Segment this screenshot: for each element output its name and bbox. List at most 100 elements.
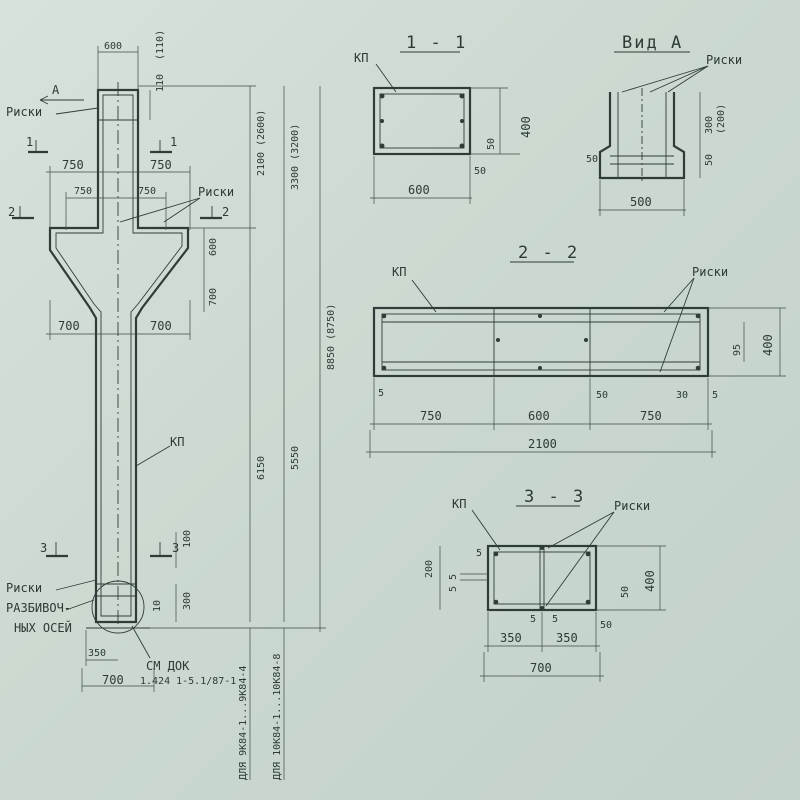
- svg-text:750: 750: [62, 158, 84, 172]
- section-mark-1-right: 1: [150, 135, 177, 154]
- dim-350-s33-left: 350: [500, 631, 522, 645]
- svg-text:700: 700: [102, 673, 124, 687]
- svg-text:5550: 5550: [290, 446, 301, 470]
- dim-50-s22: 50: [596, 390, 608, 401]
- dim-300-view-a: 300: [704, 116, 715, 134]
- dim-50-s11-v: 50: [486, 138, 497, 150]
- dim-5-s22-right: 5: [712, 390, 718, 401]
- svg-text:600: 600: [104, 41, 122, 52]
- reinforcement-cage: [55, 94, 183, 617]
- label-for-10k84: ДЛЯ 10К84-1...10К84-8: [272, 654, 283, 780]
- view-a: Вид А Риски 500 50 300 (200) 50: [586, 33, 742, 216]
- section-2-2-cage: [381, 313, 701, 371]
- section-mark-1-left: 1: [26, 135, 48, 154]
- svg-text:750: 750: [150, 158, 172, 172]
- dim-6150: 6150: [249, 228, 267, 622]
- dim-50-s11-h: 50: [474, 166, 486, 177]
- svg-text:600: 600: [208, 238, 219, 256]
- dim-500-view-a: 500: [630, 195, 652, 209]
- dim-5-s22-left: 5: [378, 388, 384, 399]
- svg-text:3: 3: [172, 541, 179, 555]
- dim-600-s22-mid: 600: [528, 409, 550, 423]
- dim-300: 300: [175, 584, 193, 622]
- svg-text:1: 1: [170, 135, 177, 149]
- dim-5-s33-b: 5: [448, 586, 459, 592]
- svg-text:(110): (110): [155, 30, 166, 60]
- svg-text:750: 750: [74, 186, 92, 197]
- label-see-doc: СМ ДОК: [146, 659, 190, 673]
- svg-text:8850 (8750): 8850 (8750): [326, 304, 337, 370]
- section-1-1-outline: [372, 86, 472, 156]
- label-razbivoch: РАЗБИВОЧ-: [6, 601, 71, 615]
- svg-text:750: 750: [138, 186, 156, 197]
- svg-text:1: 1: [26, 135, 33, 149]
- dim-110: 110 (110): [149, 30, 166, 120]
- svg-text:700: 700: [208, 288, 219, 306]
- dim-750-s22-left: 750: [420, 409, 442, 423]
- section-3-3: 3 - 3 КП Риски 200 5 5 5 5 5 400 50 50: [424, 487, 666, 682]
- section-mark-a: А: [39, 83, 84, 105]
- svg-text:2: 2: [8, 205, 15, 219]
- label-kp-3-3: КП: [452, 497, 466, 511]
- section-3-3-cage: [493, 551, 591, 605]
- dim-600-top: 600: [97, 41, 139, 92]
- dim-95-s22: 95: [732, 344, 743, 356]
- dim-400-s22: 400: [761, 334, 775, 356]
- svg-text:3: 3: [40, 541, 47, 555]
- dim-50-s33-v: 50: [620, 586, 631, 598]
- section-1-1: 1 - 1 КП 600 400 50 50: [354, 33, 533, 204]
- dim-400-s11: 400: [519, 116, 533, 138]
- dim-30-s22: 30: [676, 390, 688, 401]
- dim-100: 100: [175, 530, 193, 568]
- dim-8850: 8850 (8750): [150, 86, 337, 632]
- section-1-1-cage: [379, 93, 465, 149]
- dim-5-s33-e: 5: [552, 614, 558, 625]
- view-a-title: Вид А: [622, 33, 683, 53]
- dim-5550: 5550: [283, 312, 301, 622]
- dim-50-view-a-left: 50: [586, 154, 598, 165]
- dim-600-console: 600: [203, 228, 219, 262]
- section-mark-3-right: 3: [150, 541, 179, 558]
- svg-text:6150: 6150: [256, 456, 267, 480]
- column-elevation: А 1 1 2 2 3 3: [6, 30, 337, 780]
- dim-5-s33-c: 5: [476, 548, 482, 559]
- dim-350-s33-right: 350: [556, 631, 578, 645]
- dim-750-upper: 750 750: [46, 158, 191, 230]
- svg-text:3300 (3200): 3300 (3200): [290, 124, 301, 190]
- dim-50-s33-h: 50: [600, 620, 612, 631]
- dim-2100: 2100 (2600): [138, 85, 267, 229]
- label-kp-1-1: КП: [354, 51, 368, 65]
- dim-600-s11: 600: [408, 183, 430, 197]
- label-see-doc-number: 1.424 1-5.1/87-1: [140, 676, 236, 687]
- dim-200-s33: 200: [424, 560, 435, 578]
- section-mark-3-left: 3: [40, 541, 68, 558]
- label-kp-2-2: КП: [392, 265, 406, 279]
- section-3-3-outline: [486, 544, 598, 612]
- label-kp-elevation: КП: [170, 435, 184, 449]
- detail-circle: [91, 580, 145, 634]
- dim-700-s33: 700: [530, 661, 552, 675]
- section-mark-2-left: 2: [8, 205, 34, 220]
- svg-text:700: 700: [58, 319, 80, 333]
- dim-750-s22-right: 750: [640, 409, 662, 423]
- label-osei: НЫХ ОСЕЙ: [14, 620, 72, 635]
- label-riski-view-a: Риски: [706, 53, 742, 67]
- svg-text:2100 (2600): 2100 (2600): [256, 110, 267, 176]
- svg-text:350: 350: [88, 648, 106, 659]
- dim-700-console: 700 700: [46, 300, 191, 340]
- section-2-2-outline: [372, 306, 710, 378]
- dim-2100-s22: 2100: [528, 437, 557, 451]
- section-1-1-title: 1 - 1: [406, 33, 467, 53]
- dim-10: 10: [152, 600, 163, 612]
- dim-350-bottom: 350: [85, 630, 118, 666]
- dim-5-s33-a: 5: [448, 574, 459, 580]
- label-riski-2-2: Риски: [692, 265, 728, 279]
- dim-750-lower: 750 750: [65, 186, 167, 230]
- svg-text:300: 300: [182, 592, 193, 610]
- dim-50-view-a-right: 50: [704, 154, 715, 166]
- dim-400-s33: 400: [643, 570, 657, 592]
- svg-text:100: 100: [182, 530, 193, 548]
- label-riski-mid: Риски: [198, 185, 234, 199]
- view-a-outline: [598, 92, 686, 180]
- label-riski-bottom: Риски: [6, 581, 42, 595]
